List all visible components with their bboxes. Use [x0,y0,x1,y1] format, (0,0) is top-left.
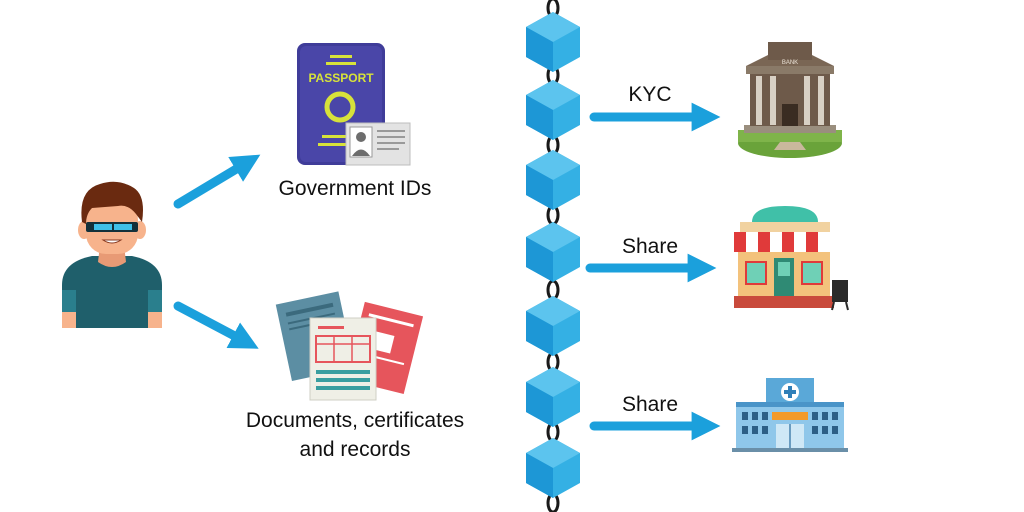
chain-block [526,222,580,282]
documents-label: Documents, certificates and records [205,406,505,464]
arrow-to-government-ids [173,154,261,209]
chain-block [526,150,580,210]
person-avatar-icon [62,181,162,328]
bank-sign: BANK [782,60,798,66]
chain-block [526,80,580,140]
chain-block [526,12,580,72]
chain-block [526,367,580,427]
arrow-to-documents [173,301,259,349]
chain-block [526,296,580,356]
share-hospital-label: Share [621,393,679,416]
store-building-icon [734,206,849,311]
passport-icon: PASSPORT [297,43,411,166]
chain-block [526,438,580,498]
blockchain-column [526,0,580,512]
government-ids-label: Government IDs [278,177,432,200]
hospital-building-icon [732,378,848,452]
documents-icon [275,291,424,401]
passport-title: PASSPORT [308,71,374,85]
documents-label-line1: Documents, certificates [245,409,465,432]
share-store-label: Share [621,235,679,258]
kyc-label: KYC [628,83,672,106]
bank-building-icon: BANK [738,42,842,158]
documents-label-line2: and records [299,438,411,461]
